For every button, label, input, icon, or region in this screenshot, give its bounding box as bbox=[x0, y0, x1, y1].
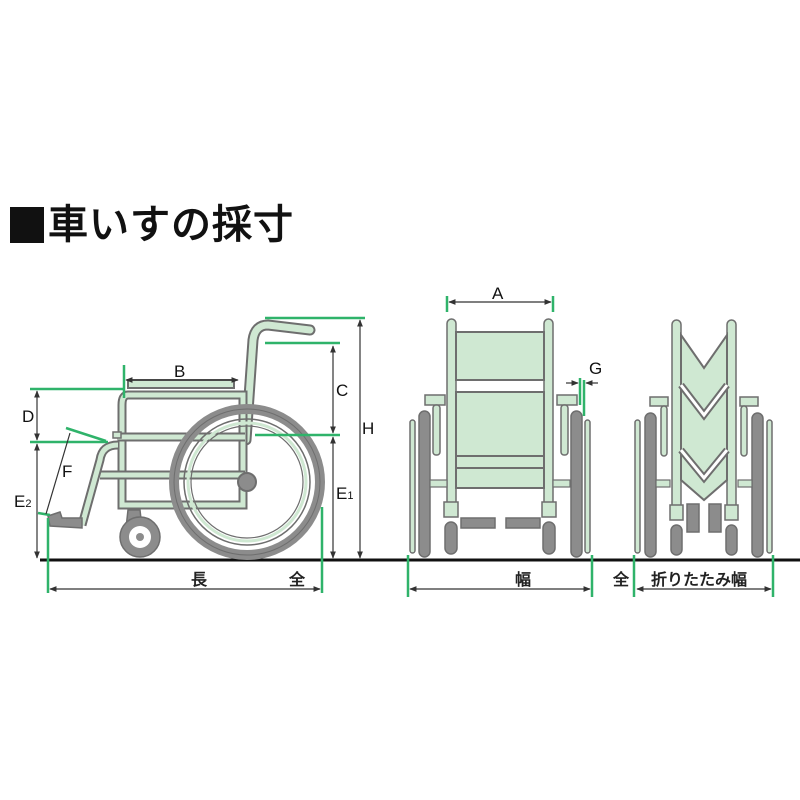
title-text: 車いすの採寸 bbox=[48, 202, 294, 248]
side-view-guides bbox=[30, 316, 365, 593]
label-G: G bbox=[589, 359, 602, 378]
label-E1: E1 bbox=[336, 484, 353, 503]
overall-length-label-1: 長 bbox=[191, 570, 208, 589]
label-B: B bbox=[174, 362, 185, 381]
label-C: C bbox=[336, 381, 348, 400]
label-D: D bbox=[22, 407, 34, 426]
side-view-wheelchair bbox=[47, 319, 325, 560]
diagram-title: 車いすの採寸 bbox=[10, 198, 294, 252]
side-view-dimensions bbox=[34, 319, 363, 592]
front-view-wheelchair bbox=[409, 318, 591, 558]
label-H: H bbox=[362, 419, 374, 438]
label-A: A bbox=[492, 284, 504, 303]
overall-length-label-2: 全 bbox=[288, 570, 306, 589]
label-E2: E2 bbox=[14, 492, 31, 511]
front-view-guides bbox=[406, 296, 594, 597]
folded-view-guides bbox=[632, 555, 775, 597]
label-F: F bbox=[62, 462, 72, 481]
folded-width-label: 折りたたみ幅 bbox=[651, 570, 747, 589]
overall-width-prefix: 全 bbox=[612, 570, 630, 589]
folded-view-wheelchair bbox=[634, 319, 773, 558]
overall-width-label: 幅 bbox=[515, 570, 531, 589]
title-square-marker bbox=[10, 207, 44, 243]
front-view-dimensions bbox=[409, 299, 598, 592]
